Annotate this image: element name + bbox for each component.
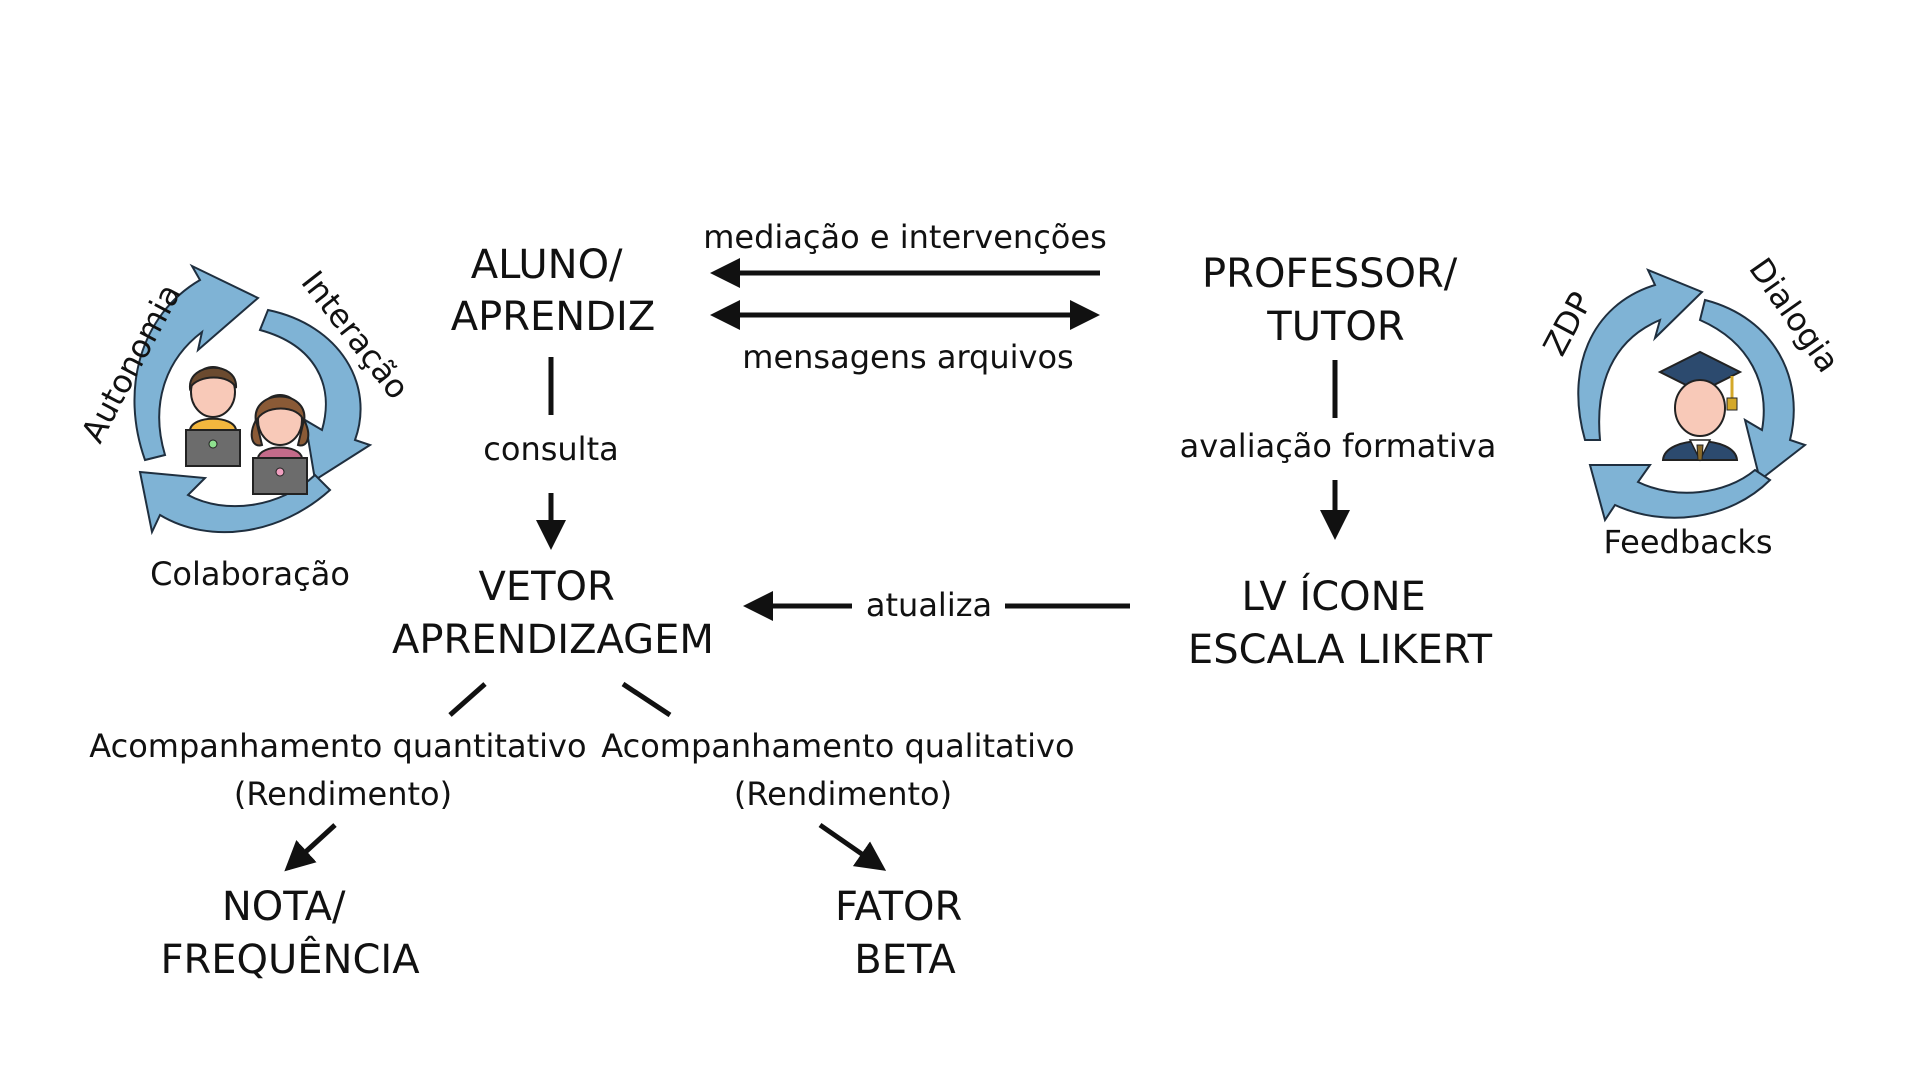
edge-label-atualiza: atualiza [866,586,992,624]
edge-label-avaliacao: avaliação formativa [1180,427,1497,465]
edge-qualitativo-line2: (Rendimento) [734,775,952,813]
edge-quantitativo-line-top [448,682,487,717]
cycle-arrow-autonomia [133,263,260,462]
node-lv-line2: ESCALA LIKERT [1188,627,1493,673]
node-nota-line1: NOTA/ [222,884,346,930]
node-professor-line2: TUTOR [1266,304,1404,350]
cycle-arrow-colaboracao [138,470,332,536]
cycle-label-colaboracao: Colaboração [150,555,350,593]
node-nota-frequencia: NOTA/ FREQUÊNCIA [160,884,420,983]
node-professor-tutor: PROFESSOR/ TUTOR [1202,251,1470,350]
node-aluno-line2: APRENDIZ [451,294,655,340]
edge-label-consulta: consulta [483,430,618,468]
node-fator-beta: FATOR BETA [835,884,975,983]
edge-qualitativo-arrow [818,822,887,871]
node-nota-line2: FREQUÊNCIA [160,935,420,983]
edge-quantitativo-line1: Acompanhamento quantitativo [89,727,586,765]
edge-label-mensagens: mensagens arquivos [742,338,1073,376]
node-vetor-line1: VETOR [478,564,614,610]
cycle-label-feedbacks: Feedbacks [1603,523,1772,561]
cycle-arrow-feedbacks [1588,464,1772,523]
cycle-arrow-interacao [258,308,373,482]
edge-label-qualitativo: Acompanhamento qualitativo (Rendimento) [601,727,1084,813]
graduate-teacher-icon [1657,350,1743,462]
cycle-arrow-zdp [1577,268,1704,441]
students-with-laptops-icon [185,366,310,495]
edge-label-mediacao: mediação e intervenções [703,218,1106,256]
node-aluno-aprendiz: ALUNO/ APRENDIZ [451,242,655,340]
node-fator-line2: BETA [854,937,956,983]
node-lv-icone-escala-likert: LV ÍCONE ESCALA LIKERT [1188,572,1493,673]
edge-quantitativo-line2: (Rendimento) [234,775,452,813]
student-cycle: Autonomia Interação Colaboração [74,264,417,593]
node-vetor-aprendizagem: VETOR APRENDIZAGEM [392,564,714,663]
edge-quantitativo-arrow [284,823,337,872]
edge-label-quantitativo: Acompanhamento quantitativo (Rendimento) [89,727,596,813]
node-fator-line1: FATOR [835,884,962,930]
teacher-cycle: ZDP Dialogia Feedbacks [1536,251,1848,561]
node-vetor-line2: APRENDIZAGEM [392,617,714,663]
cycle-arrow-dialogia [1698,298,1808,482]
edge-qualitativo-line1: Acompanhamento qualitativo [601,727,1074,765]
edge-qualitativo-line-top [621,681,672,718]
node-lv-line1: LV ÍCONE [1241,572,1425,620]
node-aluno-line1: ALUNO/ [471,242,623,288]
node-professor-line1: PROFESSOR/ [1202,251,1458,297]
